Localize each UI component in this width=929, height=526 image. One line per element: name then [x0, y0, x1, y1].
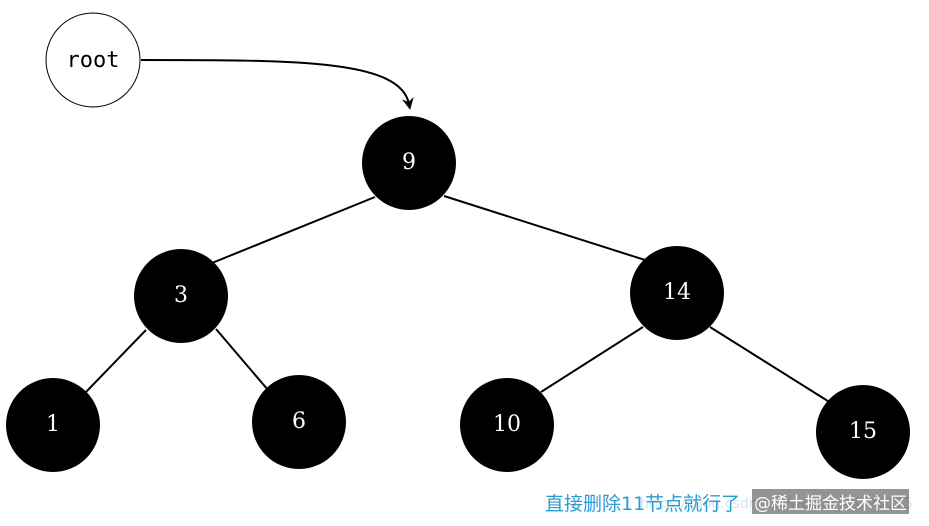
node-label: 10	[493, 412, 521, 437]
watermark: @稀土掘金技术社区	[752, 489, 909, 514]
node-3: 3	[134, 249, 228, 343]
edge-14-15	[709, 326, 832, 404]
edge-3-1	[84, 329, 147, 394]
root-pointer: root	[45, 12, 414, 110]
node-label: 14	[663, 280, 691, 305]
node-label: 3	[174, 283, 188, 308]
edge-9-3	[211, 196, 376, 264]
root-node	[45, 12, 141, 108]
node-label: 1	[46, 412, 60, 437]
root-arrow	[140, 59, 414, 110]
node-label: 15	[849, 419, 877, 444]
root-label: root	[67, 48, 120, 73]
tree-nodes: 9 3 14 1 6 10 15	[6, 116, 910, 479]
node-14: 14	[630, 246, 724, 340]
node-10: 10	[460, 378, 554, 472]
node-label: 6	[292, 409, 306, 434]
edge-3-6	[215, 328, 269, 391]
diagram-caption: 直接删除11节点就行了	[545, 493, 741, 515]
node-1: 1	[6, 378, 100, 472]
node-6: 6	[252, 375, 346, 469]
edge-14-10	[540, 326, 644, 393]
node-9: 9	[362, 116, 456, 210]
edge-9-14	[443, 195, 646, 261]
tree-edges	[84, 195, 832, 404]
node-15: 15	[816, 385, 910, 479]
node-label: 9	[402, 150, 416, 175]
